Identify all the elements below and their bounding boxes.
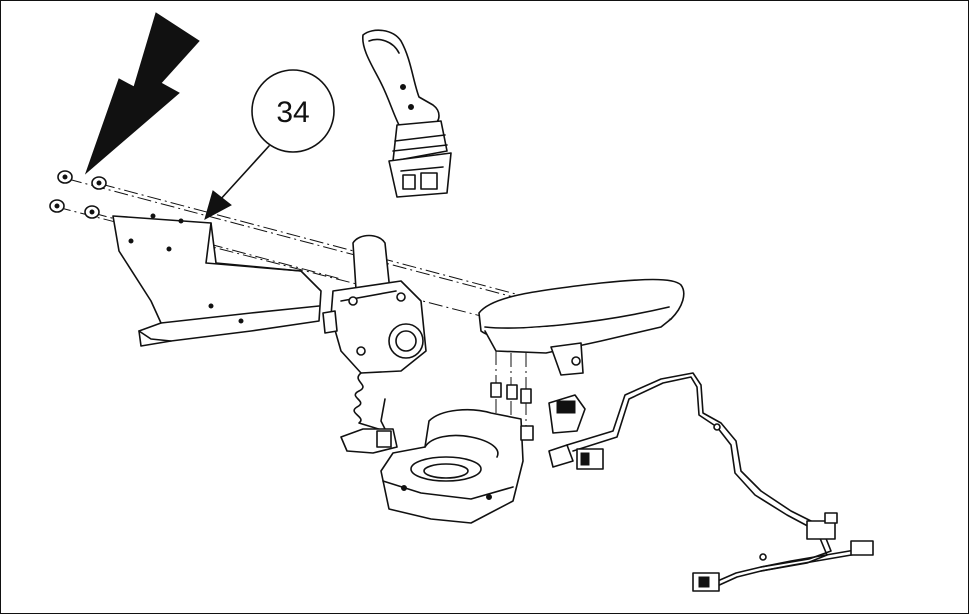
bolt [91,176,107,190]
armrest-mount-posts [490,382,532,404]
bolt [57,170,73,184]
mounting-bracket [112,213,322,347]
console-housing [380,408,534,524]
pointer-arrow [84,12,200,175]
bolt [84,205,100,219]
coiled-cable-connector [340,372,398,454]
bolt [49,199,65,213]
control-lever-module [322,234,427,374]
armrest-pad [478,278,685,376]
rocker-switch [548,394,586,434]
joystick-handle [362,29,452,198]
callout-leader [204,145,270,221]
callout-34: 34 [251,69,335,153]
bolt-fasteners [49,170,107,219]
wiring-harness [548,372,874,592]
callout-label: 34 [276,96,309,129]
